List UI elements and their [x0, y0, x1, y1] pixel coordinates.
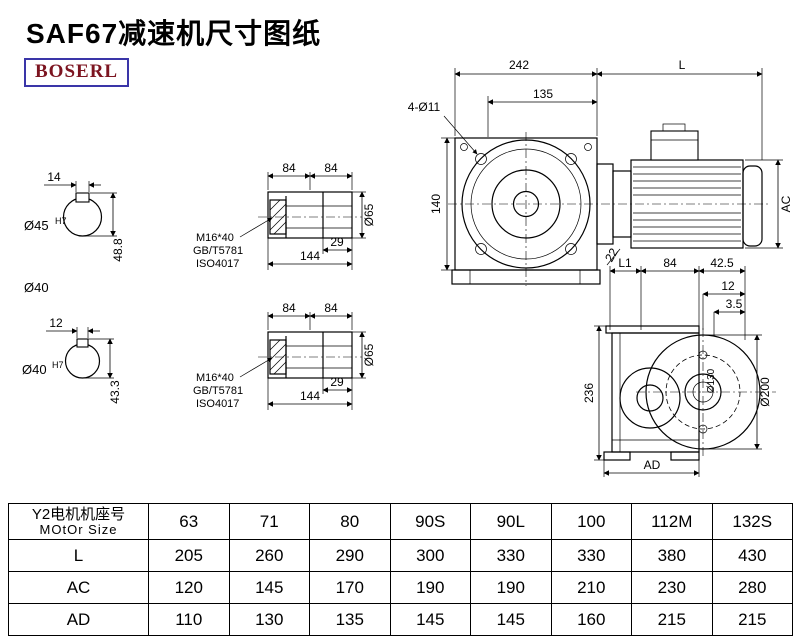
- row-label-AD: AD: [8, 603, 149, 636]
- dim-bore-tol-top: H7: [55, 216, 67, 226]
- dim-bolt-circle: Ø130: [706, 368, 717, 393]
- table-cell: 380: [631, 539, 713, 572]
- table-row-L: L 205 260 290 300 330 330 380 430: [8, 539, 793, 572]
- table-cell: 230: [631, 571, 713, 604]
- table-cell: 130: [228, 603, 310, 636]
- dim-keyway-width-bottom: 12: [49, 316, 63, 330]
- dim-keyway-height-top: 48.8: [111, 238, 125, 262]
- dim-housing-width: 242: [509, 58, 529, 72]
- dim-side-12: 12: [721, 279, 735, 293]
- table-cell: 205: [148, 539, 230, 572]
- dim-keyway-height-bottom: 43.3: [108, 380, 122, 404]
- dim-bore-bottom: Ø40: [22, 362, 47, 377]
- dim-side-84: 84: [663, 256, 677, 270]
- table-cell: 135: [309, 603, 391, 636]
- dim-side-3-5: 3.5: [726, 297, 743, 311]
- table-size-90s: 90S: [389, 503, 471, 540]
- front-view: 242 L 135 4-Ø11: [408, 58, 793, 286]
- table-cell: 160: [550, 603, 632, 636]
- table-cell: 145: [228, 571, 310, 604]
- table-cell: 170: [309, 571, 391, 604]
- table-cell: 430: [711, 539, 793, 572]
- page-title: SAF67减速机尺寸图纸: [26, 18, 322, 49]
- table-cell: 120: [148, 571, 230, 604]
- table-row-AD: AD 110 130 135 145 145 160 215 215: [8, 603, 793, 636]
- dim-shaft-seg1: 84: [282, 161, 296, 175]
- label-std-iso: ISO4017: [196, 258, 239, 270]
- dim-side-42-5: 42.5: [710, 256, 734, 270]
- dim-shaft-total-len: 144: [300, 249, 320, 263]
- table-header-motor-size: Y2电机机座号 MOtOr Size: [8, 503, 149, 540]
- table-cell: 300: [389, 539, 471, 572]
- dim-shaft-seg2: 84: [324, 161, 338, 175]
- label-std-gb: GB/T5781: [193, 245, 243, 257]
- hollow-shaft-drawing-copy: [193, 301, 376, 410]
- table-size-90l: 90L: [470, 503, 552, 540]
- row-label-AC: AC: [8, 571, 149, 604]
- table-cell: 215: [631, 603, 713, 636]
- table-cell: 145: [389, 603, 471, 636]
- table-size-71: 71: [228, 503, 310, 540]
- dim-motor-length: L: [679, 58, 686, 72]
- table-cell: 280: [711, 571, 793, 604]
- dim-outer-dia: Ø40: [24, 280, 49, 295]
- logo-boserl: BOSERL: [24, 58, 130, 87]
- dim-flange-offset: 135: [533, 87, 553, 101]
- table-row-AC: AC 120 145 170 190 190 210 230 280: [8, 571, 793, 604]
- table-cell: 145: [470, 603, 552, 636]
- dim-shaft-end-len: 29: [330, 235, 344, 249]
- dim-shaft-dia: Ø65: [362, 203, 376, 226]
- table-cell: 210: [550, 571, 632, 604]
- table-size-63: 63: [148, 503, 230, 540]
- dim-bore-top: Ø45: [24, 218, 49, 233]
- dim-bore-tol-bottom: H7: [52, 360, 64, 370]
- table-cell: 215: [711, 603, 793, 636]
- dim-bolt-holes: 4-Ø11: [408, 100, 441, 114]
- table-cell: 190: [470, 571, 552, 604]
- dim-depth-ad: AD: [644, 458, 661, 472]
- shaft-cross-section-top: 14 Ø45 H7 48.8 Ø40: [24, 170, 125, 295]
- label-bolt-spec: M16*40: [196, 232, 234, 244]
- table-size-132s: 132S: [711, 503, 793, 540]
- table-size-100: 100: [550, 503, 632, 540]
- table-cell: 330: [470, 539, 552, 572]
- dim-motor-dia: AC: [779, 195, 793, 212]
- dim-housing-height: 140: [429, 194, 443, 214]
- dim-l1: L1: [618, 256, 632, 270]
- motor-size-table: Y2电机机座号 MOtOr Size 63 71 80 90S 90L 100 …: [8, 503, 793, 636]
- table-cell: 330: [550, 539, 632, 572]
- table-cell: 290: [309, 539, 391, 572]
- table-header-row: Y2电机机座号 MOtOr Size 63 71 80 90S 90L 100 …: [8, 503, 793, 540]
- motor-size-label-en: MOtOr Size: [39, 522, 118, 537]
- table-cell: 260: [228, 539, 310, 572]
- motor-size-label-cn: Y2电机机座号: [31, 506, 126, 523]
- shaft-cross-section-bottom: 12 Ø40 H7 43.3: [22, 316, 122, 404]
- dim-foot: 22: [602, 245, 621, 264]
- side-view: L1 84 42.5 12 3.5: [582, 256, 776, 477]
- hollow-shaft-drawing: 84 84 29 144 Ø65 M16*40: [193, 161, 376, 270]
- dim-side-height: 236: [582, 383, 596, 403]
- table-size-112m: 112M: [631, 503, 713, 540]
- table-cell: 110: [148, 603, 230, 636]
- dim-keyway-width-top: 14: [47, 170, 61, 184]
- dim-flange-dia: Ø200: [758, 377, 772, 407]
- row-label-L: L: [8, 539, 149, 572]
- technical-drawing-canvas: 14 Ø45 H7 48.8 Ø40 12 Ø40 H7 43.3: [22, 58, 793, 477]
- table-cell: 190: [389, 571, 471, 604]
- table-size-80: 80: [309, 503, 391, 540]
